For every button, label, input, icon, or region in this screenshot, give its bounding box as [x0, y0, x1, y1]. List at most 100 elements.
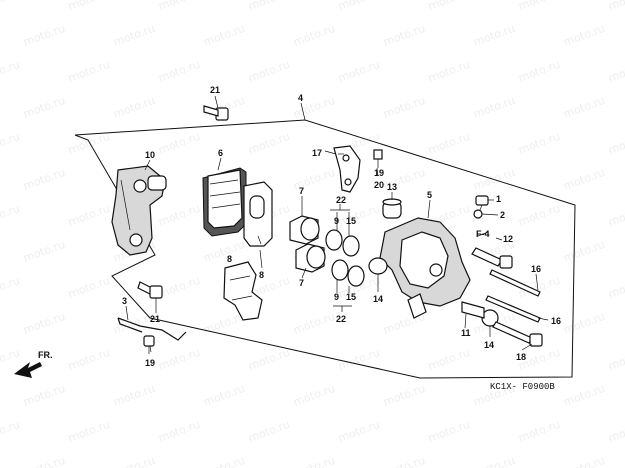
piston-seals-upper[interactable]: [325, 229, 360, 257]
callout-14-upper: 14: [373, 294, 383, 304]
front-arrow-label: FR.: [38, 350, 53, 360]
watermark-text: moto.ru: [157, 418, 202, 445]
watermark-text: moto.ru: [517, 58, 562, 85]
callout-1: 1: [496, 194, 501, 204]
watermark-text: moto.ru: [202, 22, 247, 49]
watermark-text: moto.ru: [157, 58, 202, 85]
watermark-text: moto.ru: [472, 94, 517, 121]
watermark-text: moto.ru: [427, 418, 472, 445]
pad-retainer[interactable]: [223, 261, 263, 321]
slide-pin-lower[interactable]: [485, 295, 541, 323]
watermark-text: moto.ru: [0, 58, 22, 85]
watermark-text: moto.ru: [517, 202, 562, 229]
watermark-text: moto.ru: [292, 382, 337, 409]
callout-22-upper: 22: [336, 195, 346, 205]
watermark-text: moto.ru: [157, 130, 202, 157]
watermark-text: moto.ru: [292, 22, 337, 49]
watermark-text: moto.ru: [292, 310, 337, 337]
callout-4: 4: [298, 93, 303, 103]
watermark-text: moto.ru: [562, 454, 607, 468]
watermark-text: moto.ru: [607, 0, 625, 13]
watermark-text: moto.ru: [67, 202, 112, 229]
watermark-text: moto.ru: [427, 130, 472, 157]
pin-bolt[interactable]: [471, 247, 513, 269]
caliper-bracket[interactable]: [111, 165, 167, 256]
leader-lines: [125, 95, 549, 353]
watermark-text: moto.ru: [67, 0, 112, 13]
small-bolt-top[interactable]: [373, 149, 383, 168]
piston-seals-lower[interactable]: [331, 259, 365, 287]
watermark-text: moto.ru: [607, 202, 625, 229]
watermark-text: moto.ru: [112, 454, 157, 468]
watermark-text: moto.ru: [202, 238, 247, 265]
watermark-text: moto.ru: [337, 0, 382, 13]
callout-19-lower: 19: [145, 358, 155, 368]
pin-sleeve[interactable]: [461, 301, 485, 319]
callout-5: 5: [427, 190, 432, 200]
bolt-19-lower[interactable]: [143, 335, 155, 354]
watermark-text: moto.ru: [607, 274, 625, 301]
watermark-text: moto.ru: [427, 58, 472, 85]
watermark-text: moto.ru: [157, 346, 202, 373]
callout-15-lower: 15: [346, 292, 356, 302]
piston-lower[interactable]: [295, 243, 326, 273]
watermark-text: moto.ru: [67, 346, 112, 373]
caliper-plate[interactable]: [333, 145, 361, 193]
watermark-text: moto.ru: [562, 22, 607, 49]
callout-9-lower: 9: [334, 292, 339, 302]
watermark-text: moto.ru: [382, 454, 427, 468]
watermark-text: moto.ru: [517, 0, 562, 13]
boot-upper[interactable]: [368, 257, 388, 275]
callout-2: 2: [500, 210, 505, 220]
watermark-text: moto.ru: [517, 418, 562, 445]
diagram-code: KC1X- F0900B: [490, 382, 555, 392]
watermark-text: moto.ru: [112, 22, 157, 49]
watermark-text: moto.ru: [22, 382, 67, 409]
front-arrow: FR.: [14, 350, 53, 378]
slide-pin-upper[interactable]: [489, 269, 541, 297]
piston-upper[interactable]: [289, 215, 320, 245]
pad-spring[interactable]: [243, 181, 273, 247]
callout-10: 10: [145, 150, 155, 160]
mounting-bolt-long[interactable]: [492, 321, 543, 347]
watermark-text: moto.ru: [562, 310, 607, 337]
callout-14-lower: 14: [484, 340, 494, 350]
watermark-text: moto.ru: [0, 202, 22, 229]
watermark-text: moto.ru: [247, 130, 292, 157]
callout-20: 20: [374, 180, 384, 190]
brake-pad-front[interactable]: [202, 167, 247, 237]
bolt-top-21[interactable]: [203, 105, 229, 121]
watermark-text: moto.ru: [202, 382, 247, 409]
watermark-text: moto.ru: [0, 274, 22, 301]
watermark-text: moto.ru: [22, 22, 67, 49]
callout-11: 11: [461, 328, 471, 338]
bleeder-valve[interactable]: [473, 195, 489, 219]
bleeder-cap[interactable]: [382, 198, 402, 219]
callout-13: 13: [387, 182, 397, 192]
watermark-text: moto.ru: [67, 58, 112, 85]
watermark-text: moto.ru: [67, 274, 112, 301]
watermark-text: moto.ru: [562, 238, 607, 265]
callout-19-top: 19: [374, 168, 384, 178]
watermark-text: moto.ru: [112, 382, 157, 409]
callout-16-lower: 16: [551, 316, 561, 326]
callout-7-upper: 7: [299, 186, 304, 196]
caliper-body[interactable]: [379, 217, 471, 319]
callout-3: 3: [122, 296, 127, 306]
watermark-text: moto.ru: [157, 0, 202, 13]
callout-labels: 4 21 10 6 8 8 7 7 22 9 15 9 15 22 17 19 …: [122, 85, 561, 368]
watermark-text: moto.ru: [607, 58, 625, 85]
watermark-text: moto.ru: [0, 418, 22, 445]
watermark-text: moto.ru: [247, 0, 292, 13]
callout-8-lower: 8: [259, 270, 264, 280]
watermark-text: moto.ru: [292, 454, 337, 468]
watermark-text: moto.ru: [472, 454, 517, 468]
watermark-text: moto.ru: [22, 454, 67, 468]
ref-label-f4: F-4: [476, 229, 490, 239]
callout-8-upper: 8: [227, 254, 232, 264]
bolt-mid-21[interactable]: [137, 281, 163, 299]
hose-clip[interactable]: [117, 317, 187, 341]
callout-17: 17: [312, 148, 322, 158]
watermark-text: moto.ru: [607, 418, 625, 445]
watermark-text: moto.ru: [202, 454, 247, 468]
